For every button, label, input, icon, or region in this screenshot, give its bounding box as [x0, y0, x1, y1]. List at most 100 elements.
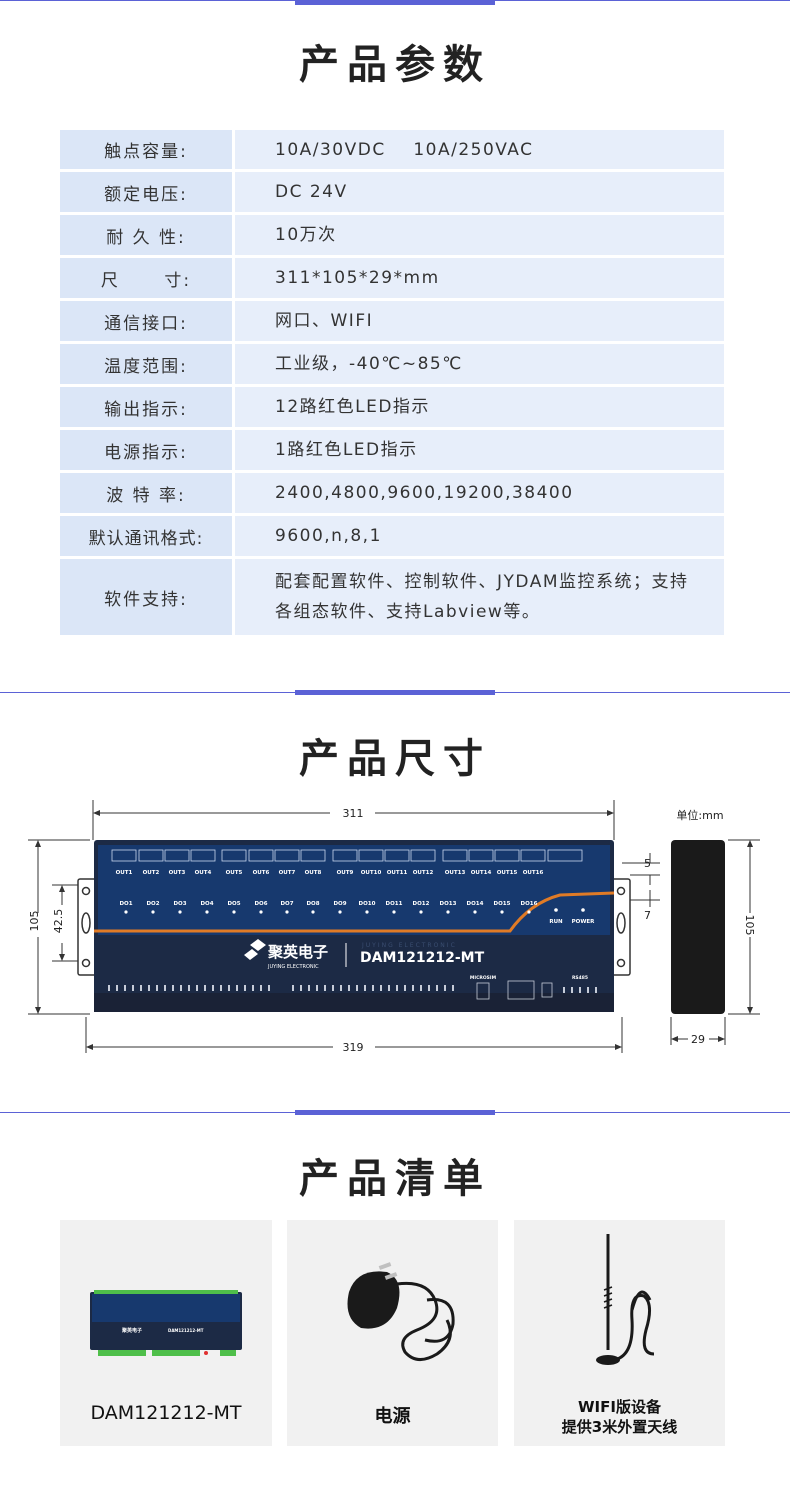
dim-side-height: 105 [743, 915, 756, 936]
params-title: 产品参数 [299, 42, 491, 88]
spec-label: 软件支持: [60, 559, 232, 635]
spec-value: DC 24V [235, 172, 724, 212]
do-label: DO7 [280, 901, 293, 907]
dim-height-left: 105 [28, 911, 41, 932]
brand-logo [244, 939, 266, 960]
dim-height-inner: 42.5 [52, 909, 65, 934]
spec-value: 12路红色LED指示 [235, 387, 724, 427]
spec-table: 触点容量: 10A/30VDC 10A/250VAC 额定电压: DC 24V … [60, 130, 724, 638]
spec-value: 工业级，-40℃~85℃ [235, 344, 724, 384]
do-label: DO9 [333, 901, 346, 907]
product-card-device: 聚英电子 DAM121212-MT DAM121212-MT [60, 1220, 272, 1446]
antenna-port [541, 982, 553, 998]
spec-row: 默认通讯格式: 9600,n,8,1 [60, 516, 724, 556]
spec-row: 软件支持: 配套配置软件、控制软件、JYDAM监控系统；支持各组态软件、支持La… [60, 559, 724, 635]
spec-row: 波 特 率: 2400,4800,9600,19200,38400 [60, 473, 724, 513]
product-card-power: 电源 [287, 1220, 498, 1446]
out-label: OUT14 [471, 870, 492, 876]
sim-slot [476, 982, 490, 1000]
spec-label: 触点容量: [60, 130, 232, 169]
do-label: DO10 [359, 901, 376, 907]
thumb-model: DAM121212-MT [168, 1328, 204, 1333]
spec-value: 网口、WIFI [235, 301, 724, 341]
spec-label: 耐 久 性: [60, 215, 232, 255]
out-label: OUT12 [413, 870, 434, 876]
out-label: OUT13 [445, 870, 466, 876]
spec-label: 通信接口: [60, 301, 232, 341]
dim-width-bottom: 319 [343, 1041, 364, 1054]
do-label: DO2 [146, 901, 159, 907]
power-label: POWER [572, 919, 596, 925]
out-label: OUT15 [497, 870, 518, 876]
do-label: DO15 [494, 901, 511, 907]
spec-row: 额定电压: DC 24V [60, 172, 724, 212]
antenna-image [596, 1234, 655, 1365]
do-label: DO6 [254, 901, 267, 907]
do-label: DO12 [413, 901, 430, 907]
spec-label: 电源指示: [60, 430, 232, 470]
spec-value: 9600,n,8,1 [235, 516, 724, 556]
do-label: DO13 [440, 901, 457, 907]
power-adapter-image [347, 1262, 455, 1361]
spec-label: 输出指示: [60, 387, 232, 427]
model-label: DAM121212-MT [360, 950, 485, 966]
out-label: OUT8 [305, 870, 322, 876]
do-label: DO14 [467, 901, 484, 907]
thumb-brand: 聚英电子 [121, 1327, 142, 1334]
spec-value: 2400,4800,9600,19200,38400 [235, 473, 724, 513]
section-tab [295, 690, 495, 695]
mount-ear-left [77, 878, 97, 976]
spec-row: 通信接口: 网口、WIFI [60, 301, 724, 341]
spec-value: 10A/30VDC 10A/250VAC [235, 130, 724, 169]
dim-gap-a: 5 [644, 857, 651, 870]
do-label: DO11 [386, 901, 403, 907]
dim-gap-b: 7 [644, 909, 651, 922]
spec-label: 默认通讯格式: [60, 516, 232, 556]
mount-ear-right [611, 878, 631, 976]
device-stripe [94, 891, 615, 933]
section-tab [295, 0, 495, 5]
device-panel [98, 845, 610, 935]
unit-label: 单位:mm [676, 808, 723, 822]
do-label: DO16 [521, 901, 538, 907]
spec-row: 温度范围: 工业级，-40℃~85℃ [60, 344, 724, 384]
dimension-drawing: 311 单位:mm 105 42.5 319 5 [0, 795, 790, 1065]
section-tab [295, 1110, 495, 1115]
product-name: DAM121212-MT [90, 1402, 242, 1424]
do-label: DO1 [119, 901, 132, 907]
microsim-label: MICROSIM [470, 975, 497, 981]
do-label: DO4 [200, 901, 213, 907]
device-side-view [671, 840, 725, 1014]
dimension-svg: 311 单位:mm 105 42.5 319 5 [28, 800, 760, 1054]
spec-label: 温度范围: [60, 344, 232, 384]
spec-label: 尺 寸: [60, 258, 232, 298]
spec-value: 1路红色LED指示 [235, 430, 724, 470]
out-label: OUT16 [523, 870, 544, 876]
product-name-line1: WIFI版设备 [578, 1398, 661, 1416]
out-label: OUT3 [169, 870, 186, 876]
spec-row: 输出指示: 12路红色LED指示 [60, 387, 724, 427]
spec-row: 耐 久 性: 10万次 [60, 215, 724, 255]
do-label: DO8 [306, 901, 319, 907]
spec-value: 10万次 [235, 215, 724, 255]
list-title: 产品清单 [299, 1156, 491, 1202]
spec-value: 配套配置软件、控制软件、JYDAM监控系统；支持各组态软件、支持Labview等… [235, 559, 724, 635]
out-label: OUT11 [387, 870, 408, 876]
spec-row: 尺 寸: 311*105*29*mm [60, 258, 724, 298]
brand-en-faint: JUYING ELECTRONIC [361, 942, 457, 949]
spec-row: 触点容量: 10A/30VDC 10A/250VAC [60, 130, 724, 169]
size-title: 产品尺寸 [299, 736, 491, 782]
out-label: OUT1 [116, 870, 133, 876]
product-card-antenna: WIFI版设备 提供3米外置天线 [514, 1220, 725, 1446]
spec-label: 波 特 率: [60, 473, 232, 513]
do-label: DO3 [173, 901, 186, 907]
spec-value: 311*105*29*mm [235, 258, 724, 298]
brand-cn: 聚英电子 [267, 943, 328, 961]
out-label: OUT7 [279, 870, 296, 876]
run-label: RUN [549, 919, 563, 925]
do-label: DO5 [227, 901, 240, 907]
out-label: OUT2 [143, 870, 160, 876]
rs485-label: RS485 [572, 975, 588, 981]
out-label: OUT5 [226, 870, 243, 876]
out-label: OUT10 [361, 870, 382, 876]
